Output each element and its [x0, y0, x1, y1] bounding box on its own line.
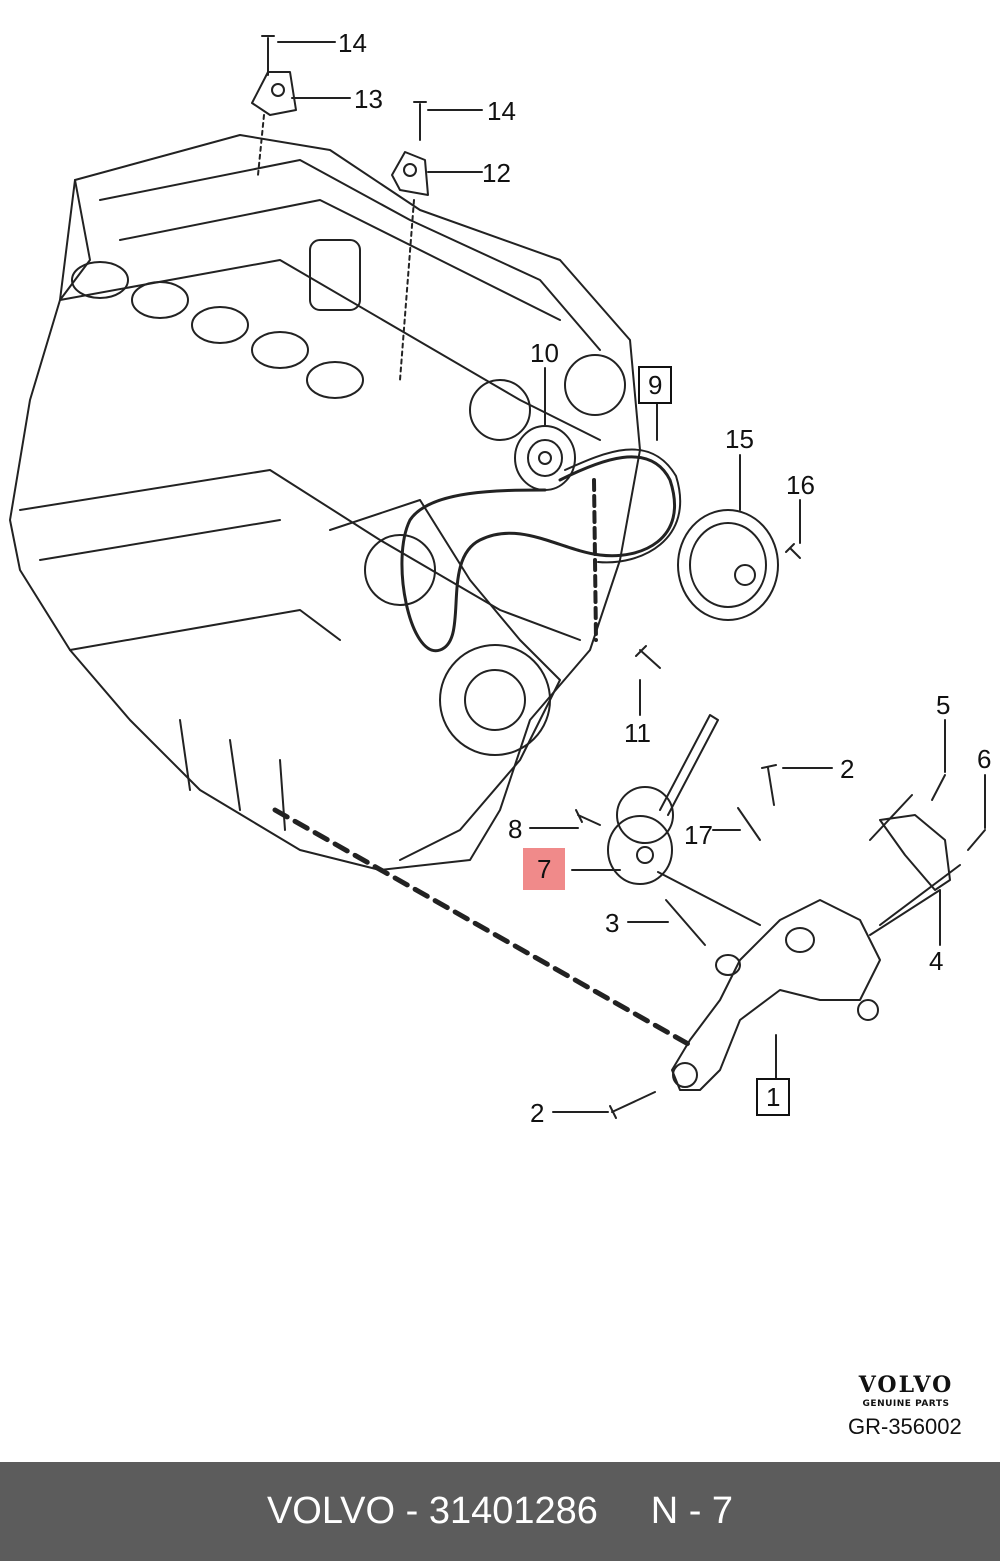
bolt-14a: [261, 35, 275, 76]
callout-11: 11: [624, 718, 651, 748]
callout-15: 15: [725, 424, 754, 454]
belt-tensioner-7: [607, 786, 674, 885]
callout-2-lower: 2: [530, 1098, 545, 1128]
callout-14-middle: 14: [487, 96, 516, 126]
engine-exploded-diagram: [9, 35, 986, 1119]
bolt-17: [737, 807, 761, 841]
callout-14-top: 14: [338, 28, 367, 58]
bolt-8: [575, 809, 601, 826]
logo-tagline: GENUINE PARTS: [862, 1399, 950, 1409]
engine-block: [9, 134, 641, 871]
logo-brand: VOLVO: [858, 1372, 954, 1398]
callout-4: 4: [929, 946, 944, 976]
heat-shield-4: [879, 814, 951, 891]
bolt-11: [635, 645, 661, 669]
footer-part-number: VOLVO - 31401286 N - 7: [266, 1490, 734, 1532]
callout-2-upper: 2: [840, 754, 855, 784]
callout-9: 9: [638, 366, 673, 404]
callout-1: 1: [756, 1078, 791, 1116]
bolt-6: [967, 829, 986, 851]
callout-17: 17: [684, 820, 713, 850]
callout-10: 10: [530, 338, 559, 368]
idler-pulley-10: [514, 425, 576, 491]
volvo-logo: VOLVO GENUINE PARTS: [848, 1372, 964, 1409]
callout-5: 5: [936, 690, 951, 720]
bolt-2a: [761, 764, 777, 806]
bolt-16: [785, 543, 801, 559]
callout-3: 3: [605, 908, 620, 938]
footer-bar: VOLVO - 31401286 N - 7: [0, 1462, 1000, 1561]
bolt-3: [665, 899, 706, 946]
callout-12: 12: [482, 158, 511, 188]
callout-8: 8: [508, 814, 523, 844]
bolt-5: [931, 774, 946, 801]
bracket-13: [251, 71, 297, 116]
bolt-2b: [609, 1091, 656, 1119]
callout-6: 6: [977, 744, 992, 774]
callout-13: 13: [354, 84, 383, 114]
bolt-14b: [413, 101, 427, 141]
callout-16: 16: [786, 470, 815, 500]
callout-7-highlighted: 7: [523, 848, 566, 890]
drive-belt-9: [400, 455, 677, 653]
figure-code: GR-356002: [848, 1414, 962, 1439]
crank-pulley-15: [677, 509, 779, 621]
bracket-12: [391, 151, 429, 196]
mounting-bracket-1: [671, 899, 881, 1091]
